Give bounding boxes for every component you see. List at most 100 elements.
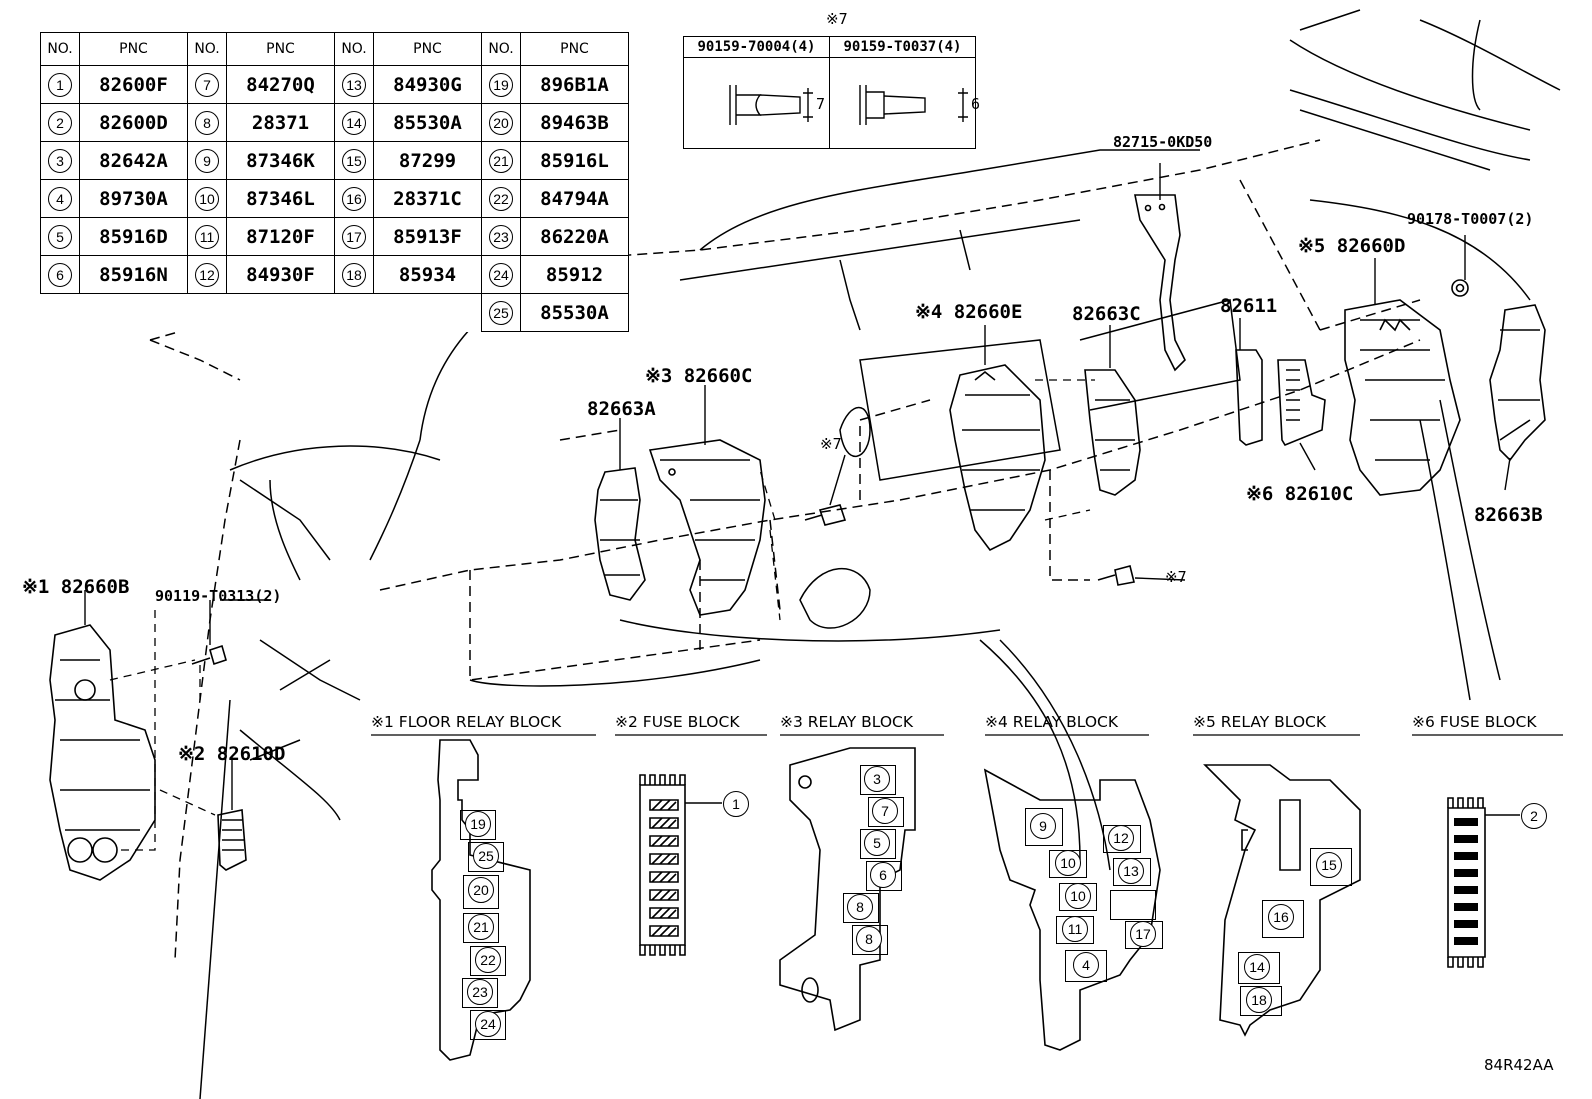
header-no: NO.: [334, 32, 374, 66]
header-pnc: PNC: [79, 32, 188, 66]
bolt-table: 90159-70004(4) 90159-T0037(4): [683, 36, 976, 149]
part-82663B-bracket: [1489, 304, 1546, 462]
item-number: 24: [489, 262, 513, 287]
label-82663C: 82663C: [1072, 303, 1141, 325]
item-number: 23: [489, 224, 513, 249]
callout: 22: [475, 947, 501, 973]
part-82660B-floor-relay-block: [49, 624, 156, 881]
callout: 18: [1246, 987, 1272, 1013]
label-82660C: ※3 82660C: [645, 365, 753, 387]
pnc-cell: 85916L: [520, 141, 629, 180]
label-90119: 90119-T0313(2): [155, 587, 282, 605]
callout: 4: [1073, 952, 1099, 978]
pnc-cell: 87346K: [226, 141, 335, 180]
pnc-cell: 89730A: [79, 179, 188, 218]
callout: 8: [847, 894, 873, 920]
item-number: 14: [342, 110, 366, 135]
item-number: 17: [342, 224, 366, 249]
item-number: 15: [342, 148, 366, 173]
label-82660D: ※5 82660D: [1298, 235, 1406, 257]
label-82610C: ※6 82610C: [1246, 483, 1354, 505]
pnc-table: NO. PNC NO. PNC NO. PNC NO. PNC 1 82600F…: [40, 32, 629, 332]
pnc-cell: 85934: [373, 255, 482, 294]
item-number: 11: [195, 224, 219, 249]
pnc-cell: 28371C: [373, 179, 482, 218]
title-floor-relay-block: ※1 FLOOR RELAY BLOCK: [371, 713, 562, 731]
label-82663B: 82663B: [1474, 504, 1543, 526]
callout: 16: [1268, 904, 1294, 930]
part-90119-bolt: [191, 644, 227, 666]
callout: 5: [864, 830, 890, 856]
pnc-cell: 84270Q: [226, 65, 335, 104]
item-number: 18: [342, 262, 366, 287]
label-82610D: ※2 82610D: [178, 743, 286, 765]
callout: 3: [864, 766, 890, 792]
callout: 9: [1030, 813, 1056, 839]
label-90178: 90178-T0007(2): [1407, 210, 1534, 228]
pnc-cell: 896B1A: [520, 65, 629, 104]
relay5-slot: [1310, 848, 1352, 886]
figure-code: 84R42AA: [1484, 1056, 1554, 1074]
header-pnc: PNC: [373, 32, 482, 66]
pnc-cell: 85530A: [520, 293, 629, 332]
label-82660E: ※4 82660E: [915, 301, 1023, 323]
floor-relay-block-outline: [431, 739, 531, 1061]
callout: 13: [1118, 858, 1144, 884]
pnc-cell: 85912: [520, 255, 629, 294]
floor-slot: [463, 913, 499, 943]
item-number: 8: [195, 110, 219, 135]
relay5-slot: [1240, 986, 1282, 1016]
relay3-slot: [852, 925, 888, 955]
floor-slot: [468, 842, 504, 872]
callout: 2: [1521, 803, 1547, 829]
relay4-slot: [1025, 808, 1063, 846]
label-82660B: ※1 82660B: [22, 576, 130, 598]
callout: 23: [467, 979, 493, 1005]
item-number: 22: [489, 186, 513, 211]
part-82611-module: [1235, 349, 1263, 446]
callout: 12: [1108, 825, 1134, 851]
callout: 6: [870, 862, 896, 888]
pnc-cell: 85530A: [373, 103, 482, 142]
floor-slot: [463, 875, 499, 909]
callout: 21: [468, 914, 494, 940]
relay-block-4-outline: [983, 768, 1161, 1051]
label-82715: 82715-0KD50: [1113, 133, 1213, 151]
header-no: NO.: [40, 32, 80, 66]
part-bolt-7-upper: [804, 504, 847, 526]
relay4-slot-empty: [1110, 890, 1156, 920]
floor-slot: [460, 810, 496, 840]
callout: 20: [468, 877, 494, 903]
item-number: 1: [48, 72, 72, 97]
item-number: 6: [48, 262, 72, 287]
part-82663C-bracket: [1084, 369, 1141, 496]
fuse-block-2-outline: [639, 774, 722, 956]
item-number: 10: [195, 186, 219, 211]
item-number: 2: [48, 110, 72, 135]
relay-block-3-outline: [779, 747, 916, 1032]
part-82660E-relay-block: [949, 364, 1046, 552]
relay3-slot: [843, 893, 879, 923]
bolt-b-dimension: 6: [971, 95, 981, 113]
label-bolt-7-upper: ※7: [820, 435, 842, 453]
callout: 10: [1065, 883, 1091, 909]
item-number: 12: [195, 262, 219, 287]
part-90178-nut: [1451, 279, 1469, 297]
item-number: 25: [489, 300, 513, 325]
header-no: NO.: [481, 32, 521, 66]
label-82611: 82611: [1220, 295, 1278, 317]
part-82715-bracket: [1134, 194, 1186, 372]
bolt-a-drawing-cell: [683, 57, 830, 149]
table-row: 4 89730A 10 87346L 16 28371C 22 84794A: [40, 179, 629, 218]
callout: 15: [1316, 852, 1342, 878]
pnc-cell: 28371: [226, 103, 335, 142]
item-number: 5: [48, 224, 72, 249]
relay3-slot: [866, 861, 902, 891]
part-bolt-7-lower: [1097, 565, 1135, 586]
callout: 11: [1062, 916, 1088, 942]
relay3-slot: [860, 765, 896, 795]
item-number: 20: [489, 110, 513, 135]
header-pnc: PNC: [226, 32, 335, 66]
table-row: 1 82600F 7 84270Q 13 84930G 19 896B1A: [40, 65, 629, 104]
pnc-cell: 87299: [373, 141, 482, 180]
